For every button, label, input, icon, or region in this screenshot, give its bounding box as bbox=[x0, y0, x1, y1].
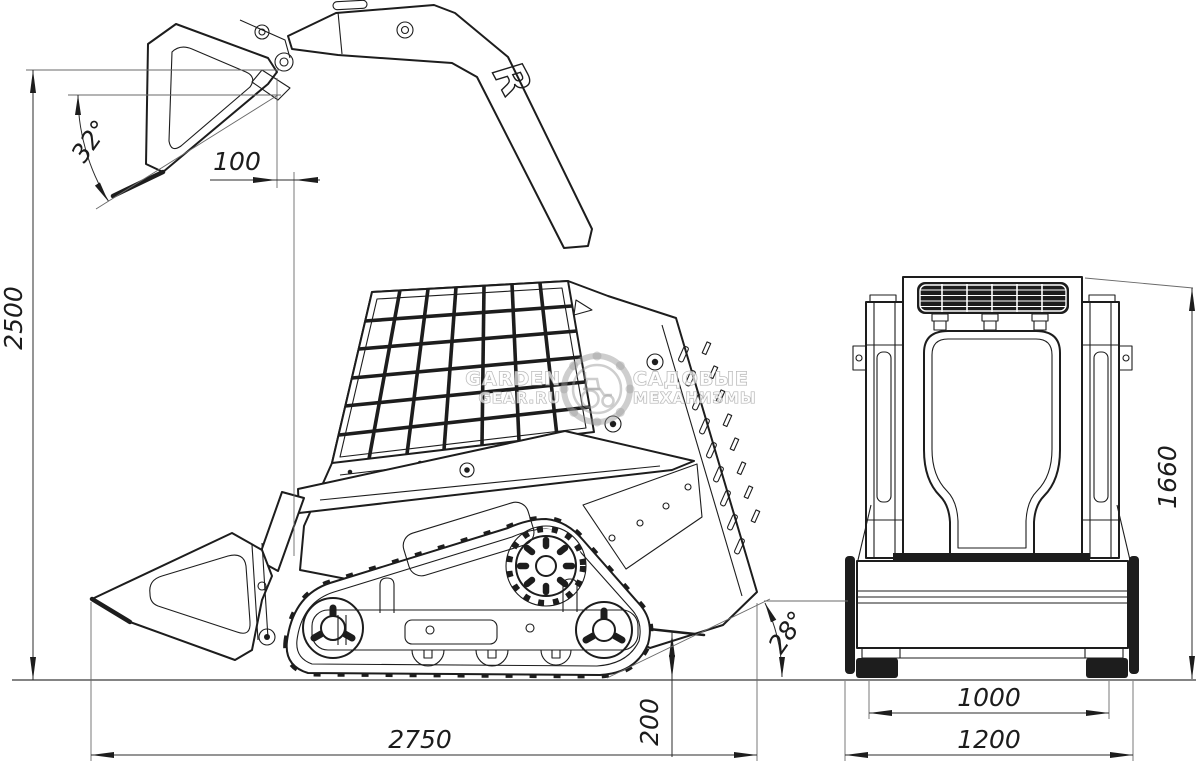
dim-overall-length: 2750 bbox=[90, 602, 758, 761]
dim-text-dump-angle: 32° bbox=[65, 115, 114, 168]
rear-vent-band bbox=[661, 324, 761, 597]
track-undercarriage bbox=[283, 501, 654, 679]
dim-text-track-gauge: 1000 bbox=[957, 683, 1021, 712]
engine-grille bbox=[917, 282, 1069, 314]
side-view: R bbox=[89, 0, 761, 679]
raised-boom-arm: R bbox=[287, 0, 593, 249]
bucket-links bbox=[251, 542, 276, 646]
rear-idler bbox=[575, 601, 633, 659]
watermark: GARDEN GEAR.RU САДОВЫЕ МЕХАНИЗМЫ bbox=[465, 351, 757, 427]
track-frame bbox=[311, 501, 639, 651]
lowered-bucket bbox=[89, 532, 276, 661]
track-edge-left bbox=[845, 556, 855, 674]
boom-arm-lowered bbox=[257, 430, 695, 572]
rear-window bbox=[923, 330, 1061, 557]
tractor-icon bbox=[580, 372, 615, 409]
dim-text-rear-height: 1660 bbox=[1153, 445, 1182, 509]
lower-body bbox=[856, 553, 1129, 659]
bottom-rollers bbox=[411, 649, 572, 667]
dim-ground-clearance: 200 bbox=[635, 632, 675, 757]
drive-sprocket bbox=[505, 525, 587, 607]
watermark-gear-ru: GEAR.RU bbox=[479, 389, 561, 407]
roof-vent-triangle bbox=[573, 299, 593, 316]
lift-tower-left bbox=[852, 294, 904, 561]
dim-overall-width: 1200 bbox=[844, 681, 1134, 761]
track-edge-right bbox=[1129, 556, 1139, 674]
watermark-logo-icon bbox=[559, 351, 635, 427]
raised-bucket bbox=[110, 19, 294, 199]
watermark-garden: GARDEN bbox=[465, 368, 561, 390]
watermark-mekhanizmy: МЕХАНИЗМЫ bbox=[633, 389, 757, 407]
dim-text-overall-length: 2750 bbox=[388, 725, 452, 754]
track-pad-left bbox=[856, 658, 898, 678]
dim-track-gauge: 1000 bbox=[868, 681, 1110, 719]
dim-text-ground-clearance: 200 bbox=[635, 698, 664, 746]
lift-tower-right bbox=[1081, 294, 1133, 561]
dim-text-overall-height: 2500 bbox=[0, 286, 28, 350]
cage-grid bbox=[338, 282, 591, 460]
dim-bucket-offset: 100 bbox=[210, 78, 320, 556]
front-view bbox=[845, 276, 1139, 678]
bucket-linkage bbox=[239, 19, 294, 101]
dim-text-bucket-offset: 100 bbox=[213, 147, 261, 176]
dim-rear-height: 1660 bbox=[1084, 277, 1195, 679]
watermark-sadovye: САДОВЫЕ bbox=[633, 368, 749, 390]
cab-cage bbox=[331, 280, 595, 464]
dim-overall-height: 2500 bbox=[0, 69, 281, 680]
cab-frame bbox=[902, 276, 1083, 561]
dim-text-overall-width: 1200 bbox=[957, 725, 1021, 754]
rear-access-panel bbox=[582, 463, 703, 570]
track-pad-right bbox=[1086, 658, 1128, 678]
